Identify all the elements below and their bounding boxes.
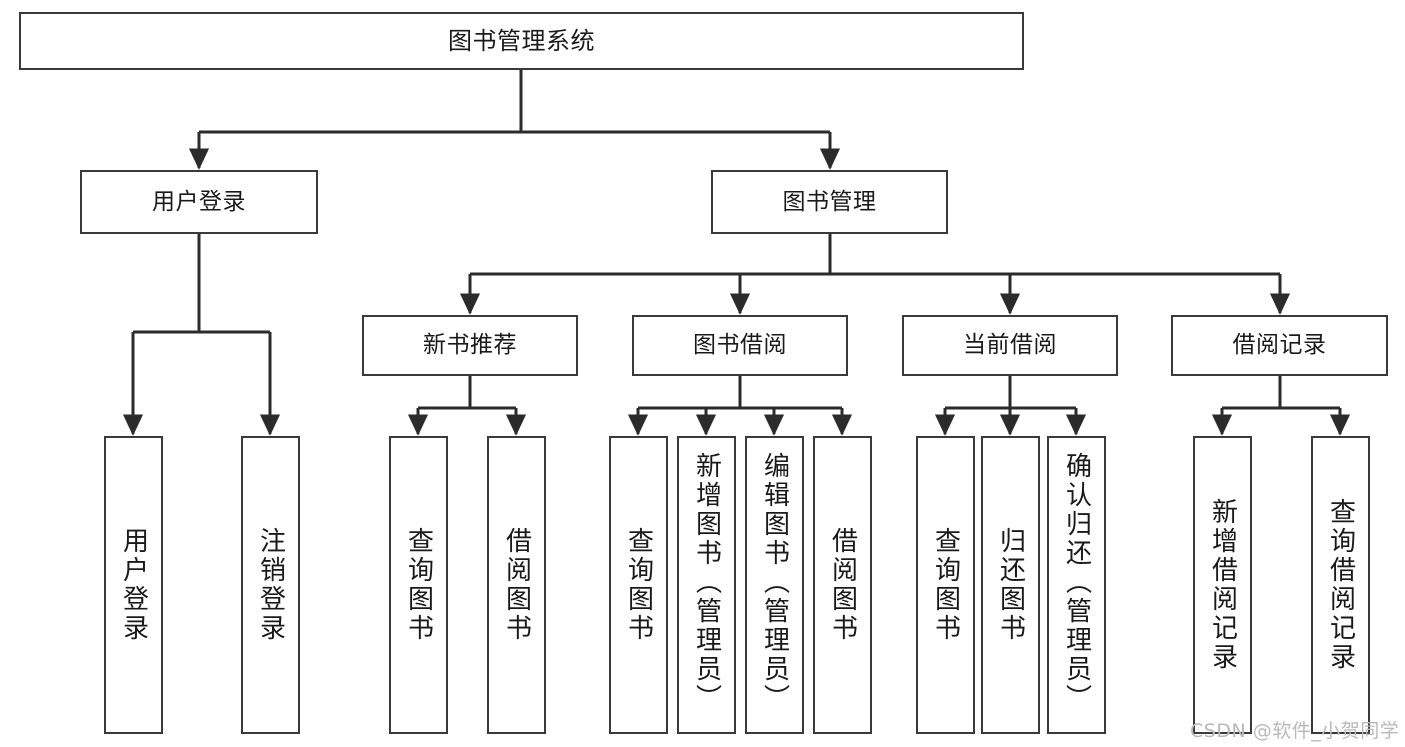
node-label: 新书推荐 xyxy=(423,332,517,358)
node-root-book-management-system[interactable]: 图书管理系统 xyxy=(19,12,1024,70)
leaf-user-login[interactable]: 用户登录 xyxy=(104,436,163,734)
leaf-add-book-admin[interactable]: 新增图书（管理员） xyxy=(677,436,736,734)
node-label: 新增借阅记录 xyxy=(1207,498,1238,672)
node-label: 借阅图书 xyxy=(827,527,858,643)
leaf-search-books-newbook[interactable]: 查询图书 xyxy=(389,436,448,734)
node-label: 编辑图书（管理员） xyxy=(759,452,790,713)
leaf-confirm-return-admin[interactable]: 确认归还（管理员） xyxy=(1047,436,1106,734)
node-label: 查询图书 xyxy=(930,527,961,643)
leaf-edit-book-admin[interactable]: 编辑图书（管理员） xyxy=(745,436,804,734)
node-label: 确认归还（管理员） xyxy=(1061,452,1092,713)
node-label: 归还图书 xyxy=(995,527,1026,643)
node-label: 查询借阅记录 xyxy=(1325,498,1356,672)
leaf-return-books[interactable]: 归还图书 xyxy=(981,436,1040,734)
node-label: 用户登录 xyxy=(152,188,246,215)
node-book-management[interactable]: 图书管理 xyxy=(711,170,948,234)
node-label: 图书借阅 xyxy=(693,332,787,358)
node-label: 注销登录 xyxy=(255,527,286,643)
leaf-search-borrow-record[interactable]: 查询借阅记录 xyxy=(1311,436,1370,734)
leaf-search-books-borrow[interactable]: 查询图书 xyxy=(609,436,668,734)
node-user-login[interactable]: 用户登录 xyxy=(80,170,318,234)
leaf-borrow-books-newbook[interactable]: 借阅图书 xyxy=(487,436,546,734)
node-label: 查询图书 xyxy=(623,527,654,643)
node-label: 借阅图书 xyxy=(501,527,532,643)
node-label: 图书管理系统 xyxy=(448,27,595,55)
node-new-book-recommendation[interactable]: 新书推荐 xyxy=(362,315,578,376)
node-current-borrowing[interactable]: 当前借阅 xyxy=(902,315,1118,376)
watermark: CSDN @软件_小贺同学 xyxy=(1190,720,1400,742)
node-label: 当前借阅 xyxy=(963,332,1057,358)
node-label: 图书管理 xyxy=(782,188,877,215)
node-book-borrowing[interactable]: 图书借阅 xyxy=(632,315,848,376)
leaf-search-books-current[interactable]: 查询图书 xyxy=(916,436,975,734)
node-label: 借阅记录 xyxy=(1232,332,1327,358)
leaf-logout[interactable]: 注销登录 xyxy=(241,436,300,734)
leaf-add-borrow-record[interactable]: 新增借阅记录 xyxy=(1193,436,1252,734)
leaf-borrow-books-borrow[interactable]: 借阅图书 xyxy=(813,436,872,734)
node-label: 用户登录 xyxy=(118,527,149,643)
node-label: 新增图书（管理员） xyxy=(691,452,722,713)
node-label: 查询图书 xyxy=(403,527,434,643)
node-borrowing-records[interactable]: 借阅记录 xyxy=(1171,315,1388,376)
